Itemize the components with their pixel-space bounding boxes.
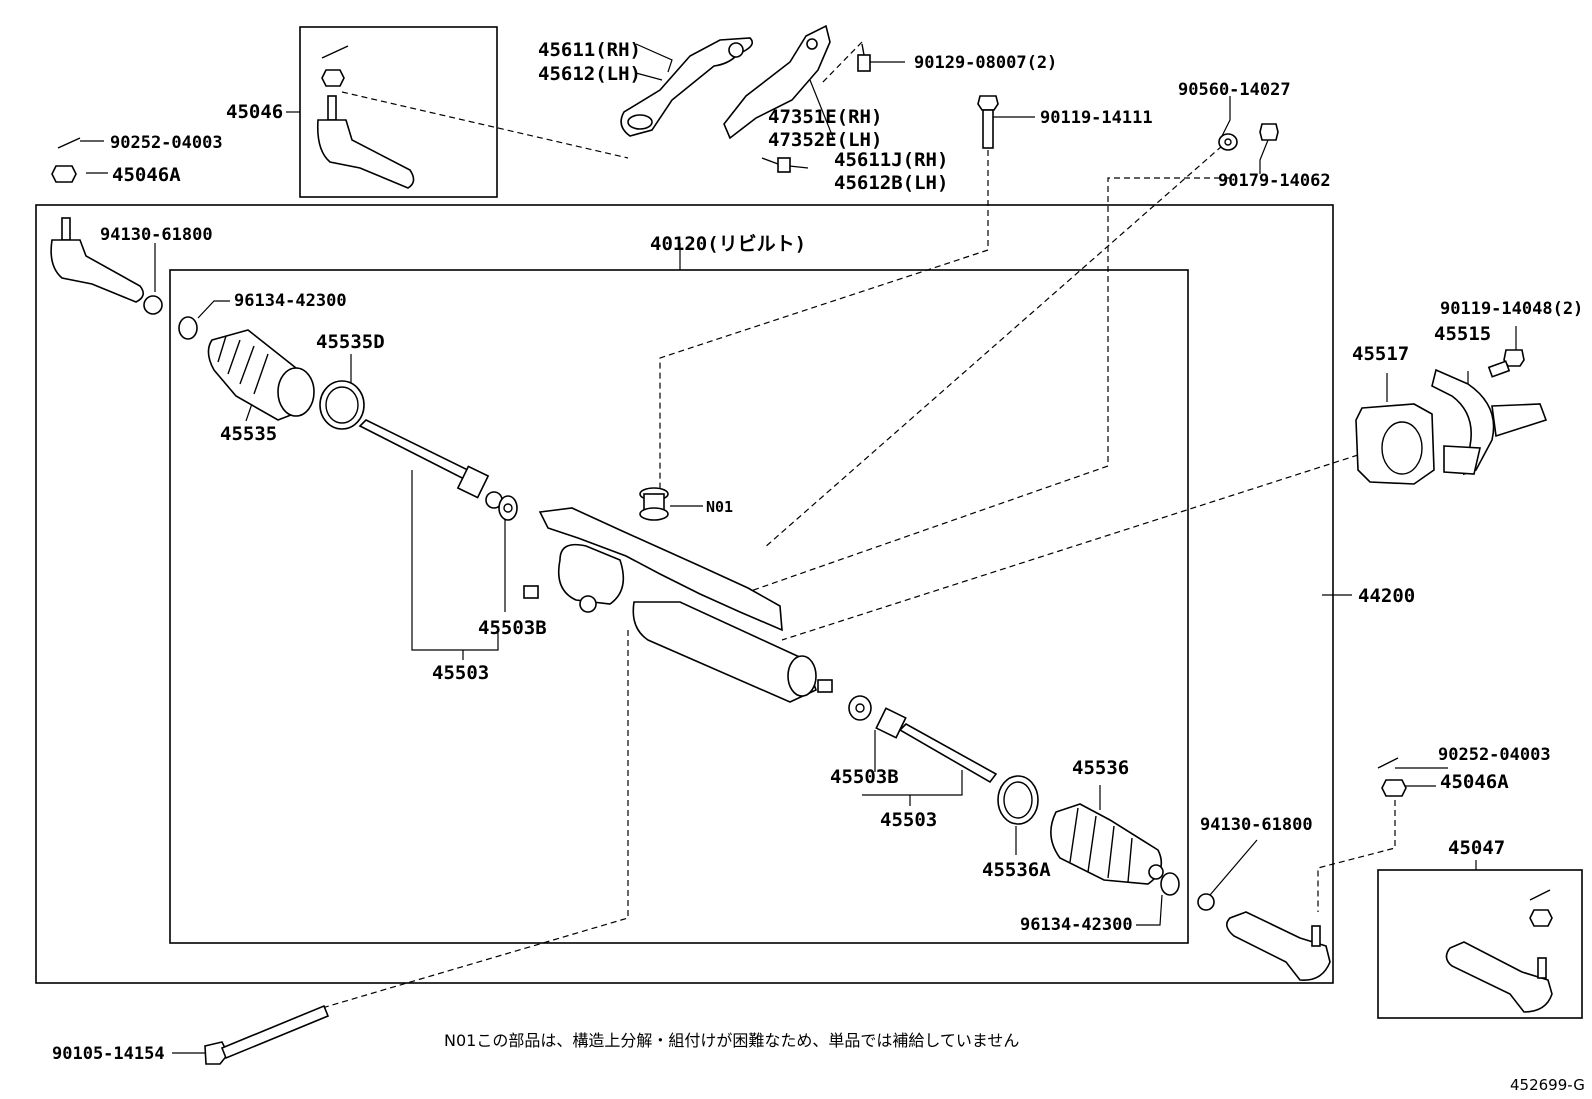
label-n01: N01 xyxy=(706,498,733,516)
label-45503-top: 45503 xyxy=(432,662,489,684)
bracket-45515 xyxy=(1431,368,1548,476)
cotter-pin-90252-top xyxy=(57,137,81,149)
label-90179: 90179-14062 xyxy=(1218,171,1331,191)
clamp-96134-bottom xyxy=(1160,872,1180,896)
bushing-n01 xyxy=(639,487,669,521)
boot-45535 xyxy=(207,329,315,421)
bracket-47351e xyxy=(723,24,831,140)
tie-rod-end-right xyxy=(1226,911,1331,981)
band-45535d xyxy=(319,380,365,430)
label-45503b-bottom: 45503B xyxy=(830,766,899,788)
label-45611: 45611(RH) xyxy=(538,39,641,61)
label-45515: 45515 xyxy=(1434,323,1491,345)
label-94130-bottom: 94130-61800 xyxy=(1200,815,1313,835)
nut-45046a-top xyxy=(51,165,77,183)
bolt-90105 xyxy=(204,1004,330,1065)
bolt-90119-14111 xyxy=(977,95,999,149)
label-45611j: 45611J(RH) xyxy=(834,149,948,171)
bolt-45611j xyxy=(761,157,791,173)
label-45517: 45517 xyxy=(1352,343,1409,365)
inner-tie-rod-left xyxy=(358,419,503,509)
label-45535d: 45535D xyxy=(316,331,385,353)
label-45612: 45612(LH) xyxy=(538,63,641,85)
label-45046a-bottom: 45046A xyxy=(1440,771,1509,793)
label-45503b-top: 45503B xyxy=(478,617,547,639)
inset-box-45047 xyxy=(1377,869,1583,1019)
part-labels: 45046 45611(RH) 45612(LH) 47351E(RH) 473… xyxy=(52,39,1583,1064)
label-44200: 44200 xyxy=(1358,585,1415,607)
footnote-n01: N01この部品は、構造上分解・組付けが困難なため、単品では補給していません xyxy=(444,1031,1019,1050)
label-45047: 45047 xyxy=(1448,837,1505,859)
label-45046: 45046 xyxy=(226,101,283,123)
label-47352e: 47352E(LH) xyxy=(768,129,882,151)
nut-94130-top xyxy=(143,295,163,315)
washer-45503b-bottom xyxy=(848,695,872,721)
cotter-pin-90252-bottom xyxy=(1377,757,1399,769)
label-45536a: 45536A xyxy=(982,859,1051,881)
label-45612b: 45612B(LH) xyxy=(834,172,948,194)
label-45535: 45535 xyxy=(220,423,277,445)
nut-45046a-bottom xyxy=(1381,779,1407,797)
drawing-code: 452699-G xyxy=(1510,1076,1585,1094)
label-90560: 90560-14027 xyxy=(1178,80,1291,100)
label-90252-top: 90252-04003 xyxy=(110,133,223,153)
label-90129: 90129-08007(2) xyxy=(914,53,1057,73)
label-94130-top: 94130-61800 xyxy=(100,225,213,245)
nut-94130-bottom xyxy=(1197,893,1215,911)
leader-lines xyxy=(80,43,1517,1054)
label-90252-bottom: 90252-04003 xyxy=(1438,745,1551,765)
label-47351e: 47351E(RH) xyxy=(768,106,882,128)
dashed-reference-lines xyxy=(321,41,1396,1009)
label-96134-top: 96134-42300 xyxy=(234,291,347,311)
boot-45536 xyxy=(1050,803,1164,885)
tie-rod-end-45047 xyxy=(1445,889,1553,1013)
bolt-90129 xyxy=(857,43,871,72)
label-45503-bottom: 45503 xyxy=(880,809,937,831)
subassembly-box-40120 xyxy=(169,269,1189,944)
grommet-45517 xyxy=(1355,403,1435,485)
tie-rod-end-45046 xyxy=(316,45,415,189)
clamp-96134-top xyxy=(178,316,198,340)
label-45046a-top: 45046A xyxy=(112,164,181,186)
label-90119-14111: 90119-14111 xyxy=(1040,108,1153,128)
label-90119-14048: 90119-14048(2) xyxy=(1440,299,1583,319)
tie-rod-end-left xyxy=(50,217,144,303)
knuckle-arm-45611 xyxy=(620,37,754,137)
label-90105: 90105-14154 xyxy=(52,1044,165,1064)
band-45536a xyxy=(997,775,1039,825)
assembly-box-44200 xyxy=(35,204,1334,984)
inner-tie-rod-right xyxy=(875,707,998,784)
bolt-90119-14048 xyxy=(1487,349,1525,378)
washer-45503b-top xyxy=(498,495,518,521)
label-96134-bottom: 96134-42300 xyxy=(1020,915,1133,935)
nut-90179 xyxy=(1259,123,1279,141)
label-45536: 45536 xyxy=(1072,757,1129,779)
label-40120: 40120(リビルト) xyxy=(650,233,806,255)
steering-rack-housing xyxy=(523,507,833,703)
washer-90560 xyxy=(1218,133,1238,151)
